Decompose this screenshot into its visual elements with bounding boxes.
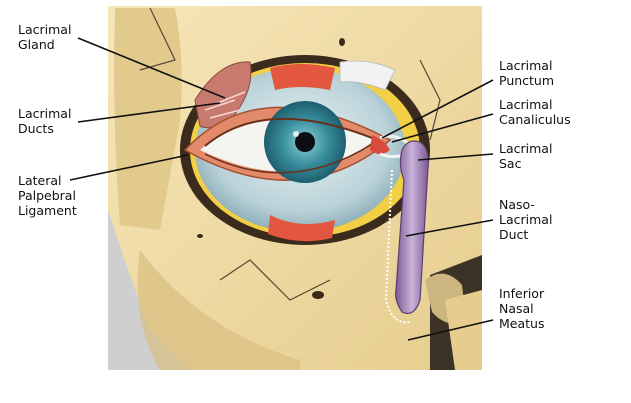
label-naso-lacrimal-duct: Naso- Lacrimal Duct bbox=[499, 197, 552, 242]
inferior-muscle bbox=[268, 215, 335, 242]
leader-lacrimal-ducts bbox=[77, 102, 221, 123]
leader-lacrimal-punctum bbox=[381, 79, 494, 139]
background-gray bbox=[108, 210, 190, 370]
leader-lines bbox=[69, 37, 494, 341]
lacrimal-caruncle bbox=[370, 135, 390, 154]
label-lacrimal-punctum: Lacrimal Punctum bbox=[499, 58, 554, 88]
bone-suture-2 bbox=[219, 259, 331, 301]
nasal-bone bbox=[445, 290, 482, 370]
cheek-shadow bbox=[137, 250, 300, 370]
label-lacrimal-sac-line-2: Sac bbox=[499, 156, 522, 171]
label-lacrimal-ducts-line-1: Lacrimal bbox=[18, 106, 72, 121]
label-naso-lacrimal-duct-line-2: Lacrimal bbox=[499, 212, 553, 227]
label-lacrimal-ducts: Lacrimal Ducts bbox=[18, 106, 71, 136]
leader-lateral-palpebral-ligament bbox=[69, 154, 189, 181]
leader-lacrimal-sac bbox=[417, 153, 494, 161]
superior-muscle bbox=[270, 64, 335, 90]
label-lacrimal-sac: Lacrimal Sac bbox=[499, 141, 552, 171]
label-naso-lacrimal-duct-line-3: Duct bbox=[499, 227, 529, 242]
label-lacrimal-punctum-line-2: Punctum bbox=[499, 73, 555, 88]
label-inferior-nasal-meatus-line-1: Inferior bbox=[499, 286, 545, 301]
label-lacrimal-canaliculus-line-1: Lacrimal bbox=[499, 97, 553, 112]
lacrimal-gland-ducts bbox=[204, 91, 246, 119]
label-lateral-palpebral-ligament: Lateral Palpebral Ligament bbox=[18, 173, 77, 218]
label-inferior-nasal-meatus-line-3: Meatus bbox=[499, 316, 545, 331]
label-lacrimal-gland: Lacrimal Gland bbox=[18, 22, 71, 52]
upper-lashes bbox=[204, 117, 373, 147]
label-naso-lacrimal-duct-line-1: Naso- bbox=[499, 197, 535, 212]
leader-inferior-nasal-meatus bbox=[407, 319, 494, 341]
foramen-3 bbox=[197, 234, 203, 238]
label-lacrimal-ducts-line-2: Ducts bbox=[18, 121, 54, 136]
leader-lacrimal-gland bbox=[77, 37, 226, 99]
label-inferior-nasal-meatus-line-2: Nasal bbox=[499, 301, 534, 316]
bone-suture-3 bbox=[419, 59, 441, 141]
foramen-2 bbox=[339, 38, 345, 46]
foramen-1 bbox=[312, 291, 324, 299]
label-lateral-palpebral-ligament-line-1: Lateral bbox=[18, 173, 62, 188]
lacrimal-sac-duct bbox=[395, 140, 429, 315]
label-lacrimal-canaliculus: Lacrimal Canaliculus bbox=[499, 97, 571, 127]
upper-lid-tendon bbox=[339, 60, 396, 91]
label-inferior-nasal-meatus: Inferior Nasal Meatus bbox=[499, 286, 544, 331]
label-lateral-palpebral-ligament-line-3: Ligament bbox=[18, 203, 77, 218]
leader-naso-lacrimal-duct bbox=[405, 219, 494, 237]
label-lacrimal-punctum-line-1: Lacrimal bbox=[499, 58, 553, 73]
label-lacrimal-gland-line-1: Lacrimal bbox=[18, 22, 72, 37]
bone-suture-1 bbox=[139, 7, 176, 71]
duct-outline bbox=[384, 169, 411, 324]
iris-highlight bbox=[293, 131, 299, 137]
label-lacrimal-canaliculus-line-2: Canaliculus bbox=[499, 112, 571, 127]
lower-lashes bbox=[204, 143, 373, 174]
label-lacrimal-sac-line-1: Lacrimal bbox=[499, 141, 553, 156]
label-lacrimal-gland-line-2: Gland bbox=[18, 37, 55, 52]
pupil bbox=[295, 132, 315, 152]
leader-lacrimal-canaliculus bbox=[391, 113, 494, 143]
label-lateral-palpebral-ligament-line-2: Palpebral bbox=[18, 188, 76, 203]
